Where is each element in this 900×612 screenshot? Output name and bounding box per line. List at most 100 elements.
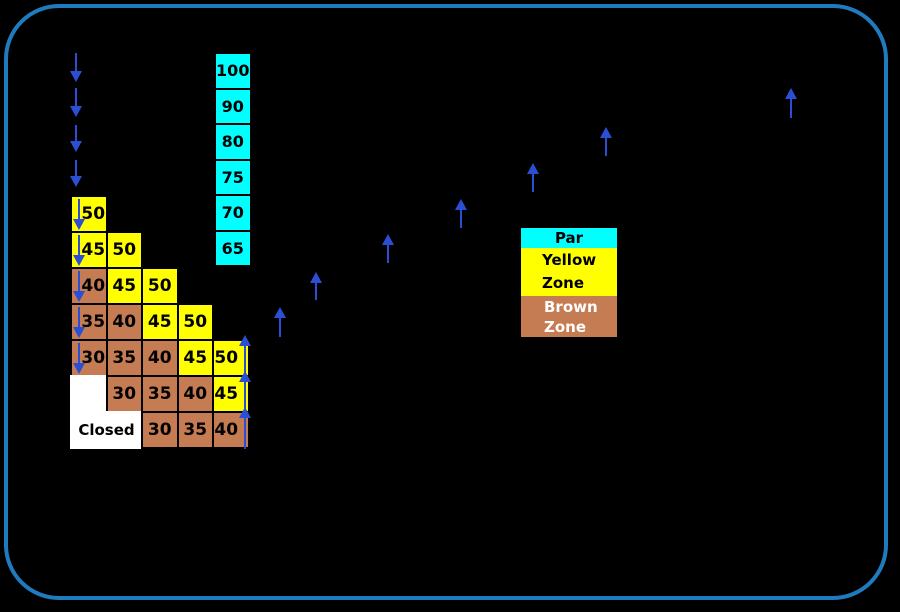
grid-cell-35: 35 xyxy=(141,375,179,413)
par-cell-label: 75 xyxy=(221,167,244,187)
grid-cell-label: 35 xyxy=(147,384,172,404)
grid-cell-label: 35 xyxy=(112,348,137,368)
par-cell-label: 65 xyxy=(221,238,244,258)
arrow-head xyxy=(785,88,797,99)
arrow-shaft xyxy=(75,88,77,108)
arrow-shaft xyxy=(790,97,792,118)
par-cell-90: 90 xyxy=(214,87,252,125)
grid-cell-30: 30 xyxy=(141,411,179,449)
up-arrow-icon xyxy=(600,127,612,156)
legend: Par Yellow Zone Brown Zone xyxy=(521,228,617,337)
grid-cell-label: 50 xyxy=(183,312,208,332)
arrow-shaft xyxy=(78,199,80,221)
grid-cell-label: 35 xyxy=(81,312,106,332)
arrow-head xyxy=(70,141,82,152)
grid-cell-label: 40 xyxy=(147,348,172,368)
grid-cell-label: 45 xyxy=(112,276,137,296)
arrow-head xyxy=(382,234,394,245)
arrow-shaft xyxy=(244,344,246,377)
arrow-head xyxy=(73,291,85,302)
legend-brown-zone-line1: Brown xyxy=(544,298,598,316)
arrow-head xyxy=(73,327,85,338)
par-cell-80: 80 xyxy=(214,123,252,161)
grid-cell-label: 50 xyxy=(81,204,106,224)
grid-cell-45: 45 xyxy=(70,231,108,269)
up-arrow-icon xyxy=(382,234,394,263)
arrow-shaft xyxy=(75,53,77,73)
arrow-shaft xyxy=(460,208,462,228)
grid-cell-50: 50 xyxy=(70,195,108,233)
arrow-head xyxy=(70,106,82,117)
arrow-head xyxy=(73,219,85,230)
down-arrow-icon xyxy=(73,199,85,230)
arrow-shaft xyxy=(532,172,534,192)
grid-cell-label: 40 xyxy=(112,312,137,332)
grid-cell-35: 35 xyxy=(70,303,108,341)
up-arrow-icon xyxy=(310,272,322,300)
arrow-head xyxy=(239,335,251,346)
arrow-head xyxy=(70,71,82,82)
grid-cell-50: 50 xyxy=(141,267,179,305)
grid-cell-label: 30 xyxy=(112,384,137,404)
par-cell-label: 100 xyxy=(216,61,250,81)
up-arrow-icon xyxy=(239,335,251,377)
grid-cell-label: 30 xyxy=(147,420,172,440)
arrow-shaft xyxy=(78,235,80,257)
arrow-head xyxy=(274,307,286,318)
arrow-shaft xyxy=(75,125,77,143)
par-cell-70: 70 xyxy=(214,194,252,232)
grid-cell-label: 30 xyxy=(81,348,106,368)
arrow-shaft xyxy=(387,243,389,263)
par-cell-65: 65 xyxy=(214,229,252,267)
grid-cell-label: 45 xyxy=(81,240,106,260)
arrow-head xyxy=(70,176,82,187)
down-arrow-icon xyxy=(70,53,82,82)
grid-cell-45: 45 xyxy=(176,339,214,377)
grid-cell-30: 30 xyxy=(105,375,143,413)
grid-cell-label: 40 xyxy=(183,384,208,404)
up-arrow-icon xyxy=(785,88,797,118)
arrow-head xyxy=(527,163,539,174)
down-arrow-icon xyxy=(70,125,82,152)
arrow-shaft xyxy=(279,316,281,337)
grid-cell-label: Closed xyxy=(78,421,135,439)
arrow-head xyxy=(73,363,85,374)
arrow-shaft xyxy=(315,281,317,300)
par-cell-75: 75 xyxy=(214,158,252,196)
down-arrow-icon xyxy=(70,160,82,187)
arrow-head xyxy=(310,272,322,283)
grid-cell-40: 40 xyxy=(141,339,179,377)
grid-cell-45: 45 xyxy=(105,267,143,305)
up-arrow-icon xyxy=(239,407,251,449)
up-arrow-icon xyxy=(527,163,539,192)
grid-cell-label: 45 xyxy=(214,384,239,404)
down-arrow-icon xyxy=(73,235,85,266)
grid-cell-label: 40 xyxy=(81,276,106,296)
legend-par-swatch: Par xyxy=(521,228,617,248)
par-cell-100: 100 xyxy=(214,52,252,90)
arrow-shaft xyxy=(605,136,607,156)
up-arrow-icon xyxy=(455,199,467,228)
down-arrow-icon xyxy=(73,307,85,338)
grid-cell-label: 50 xyxy=(147,276,172,296)
grid-cell-label: 40 xyxy=(214,420,239,440)
grid-cell-empty xyxy=(70,375,108,413)
legend-brown-zone-line2: Zone xyxy=(544,318,587,336)
grid-cell-45: 45 xyxy=(141,303,179,341)
arrow-shaft xyxy=(78,343,80,365)
grid-cell-40: 40 xyxy=(176,375,214,413)
arrow-head xyxy=(600,127,612,138)
grid-cell-label: 45 xyxy=(147,312,172,332)
par-cell-label: 90 xyxy=(221,96,244,116)
legend-yellow-zone-line1: Yellow xyxy=(542,251,597,269)
down-arrow-icon xyxy=(73,271,85,302)
grid-cell-35: 35 xyxy=(105,339,143,377)
arrow-head xyxy=(455,199,467,210)
legend-yellow-zone-line2: Zone xyxy=(542,274,585,292)
down-arrow-icon xyxy=(70,88,82,117)
arrow-head xyxy=(239,371,251,382)
par-cell-label: 70 xyxy=(221,203,244,223)
arrow-shaft xyxy=(78,307,80,329)
grid-cell-40: 40 xyxy=(212,407,251,449)
